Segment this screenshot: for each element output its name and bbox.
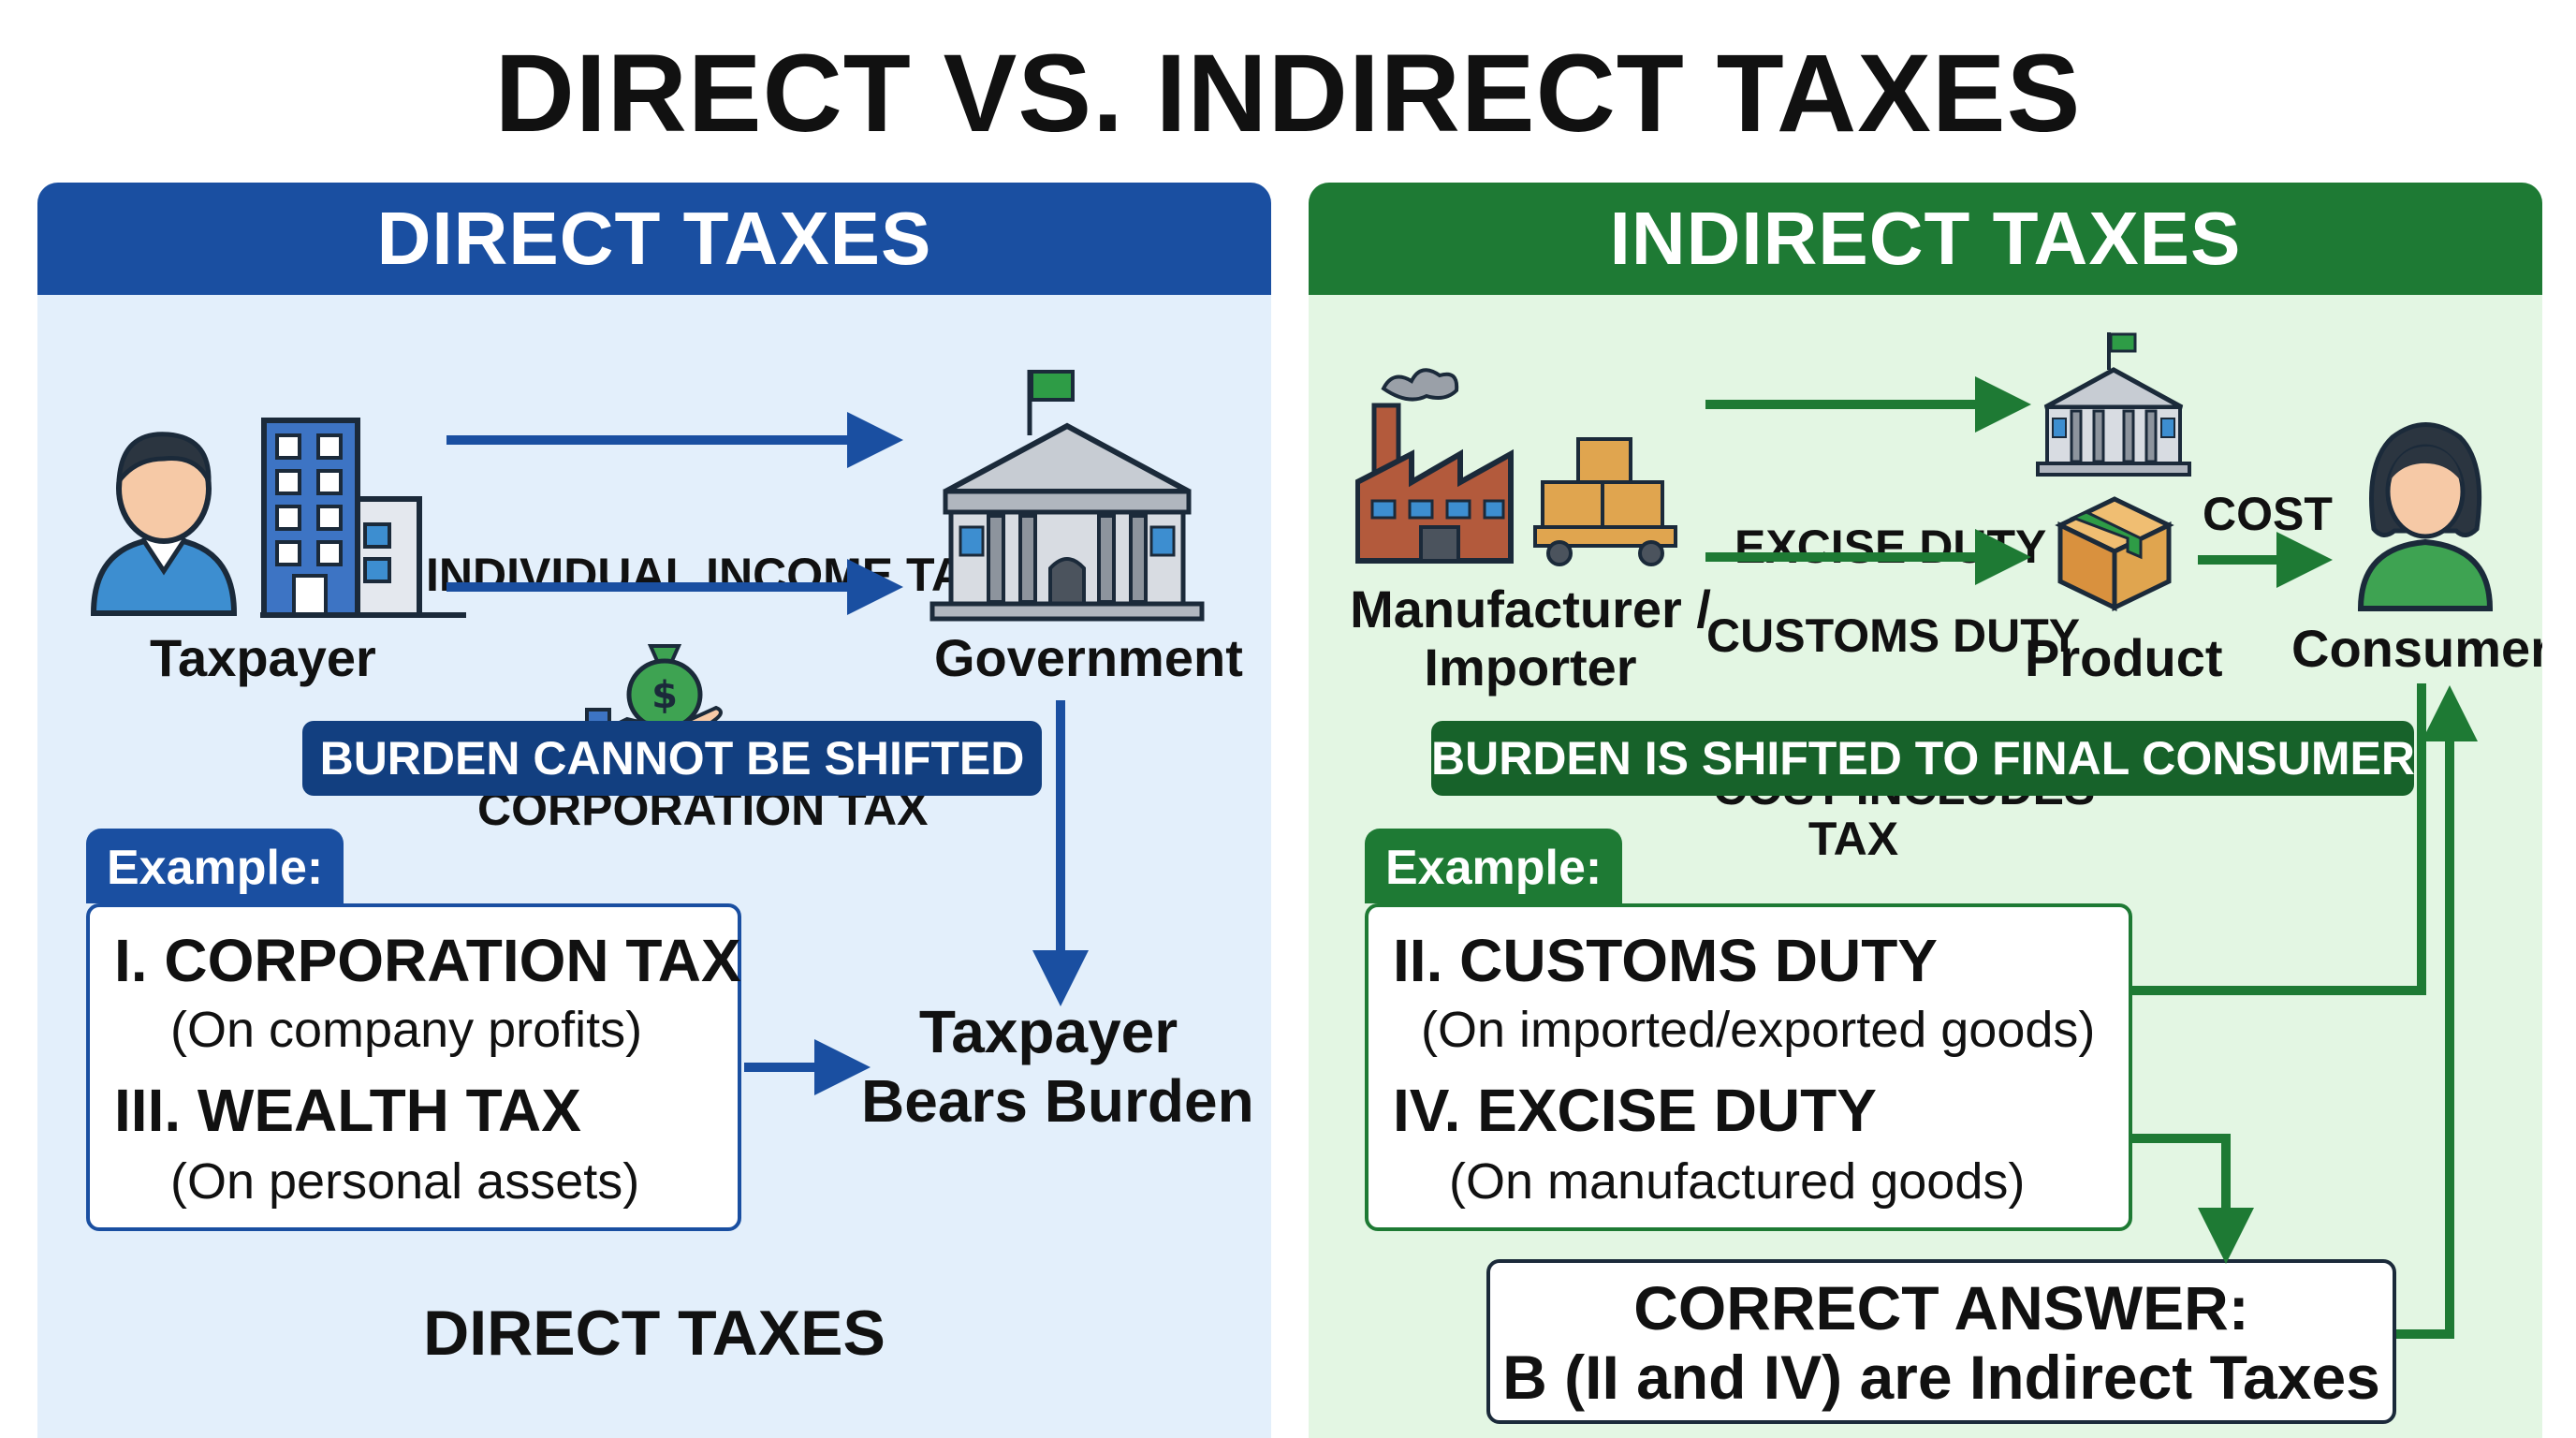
manufacturer-line-1: Manufacturer / [1350, 580, 1711, 638]
direct-panel-header: DIRECT TAXES [37, 183, 1271, 295]
cart-with-boxes-icon [1533, 437, 1677, 566]
example-wealth-tax-note: (On personal assets) [170, 1153, 640, 1210]
direct-example-tab: Example: [86, 829, 344, 903]
government-building-icon [929, 370, 1205, 622]
example-corporation-tax-note: (On company profits) [170, 1002, 643, 1058]
burden-shifted-pill: BURDEN IS SHIFTED TO FINAL CONSUMER [1431, 721, 2415, 796]
arrow-answer-to-consumer [2396, 685, 2478, 1339]
consumer-label: Consumer [2291, 619, 2542, 678]
indirect-example-tab: Example: [1365, 829, 1623, 903]
indirect-example-box: II. CUSTOMS DUTY (On imported/exported g… [1365, 903, 2132, 1231]
taxpayer-bears-burden-text: Taxpayer Bears Burden [861, 997, 1254, 1136]
example-customs-duty-note: (On imported/exported goods) [1421, 1002, 2096, 1058]
indirect-panel-header: INDIRECT TAXES [1309, 183, 2542, 295]
customs-duty-label: CUSTOMS DUTY [1706, 609, 2081, 662]
factory-icon [1355, 368, 1514, 564]
burden-cannot-be-shifted-pill: BURDEN CANNOT BE SHIFTED [302, 721, 1042, 796]
example-wealth-tax: III. WEALTH TAX [114, 1077, 581, 1144]
svg-text:$: $ [651, 674, 678, 717]
taxpayer-label: Taxpayer [150, 628, 376, 687]
page-title: DIRECT VS. INDIRECT TAXES [494, 32, 2082, 155]
direct-example-box: I. CORPORATION TAX (On company profits) … [86, 903, 741, 1231]
manufacturer-importer-label: Manufacturer / Importer [1329, 580, 1732, 697]
taxpayer-person-icon [90, 432, 238, 616]
manufacturer-line-2: Importer [1424, 638, 1637, 697]
correct-answer-box: CORRECT ANSWER: B (II and IV) are Indire… [1486, 1259, 2396, 1424]
result-line-1: Taxpayer [918, 998, 1178, 1065]
example-excise-duty: IV. EXCISE DUTY [1393, 1077, 1877, 1144]
correct-answer-text: B (II and IV) are Indirect Taxes [1502, 1343, 2380, 1412]
result-line-2: Bears Burden [861, 1067, 1254, 1135]
direct-taxes-footer: DIRECT TAXES [423, 1298, 886, 1369]
small-government-building-icon [2036, 332, 2191, 477]
example-customs-duty: II. CUSTOMS DUTY [1393, 927, 1938, 994]
office-building-icon [260, 418, 466, 618]
consumer-person-icon [2357, 422, 2494, 611]
example-corporation-tax: I. CORPORATION TAX [114, 927, 741, 994]
government-label: Government [934, 628, 1243, 687]
indirect-taxes-panel: INDIRECT TAXES Manufacturer / Importer E… [1309, 183, 2542, 1438]
cost-label: COST [2203, 488, 2333, 540]
direct-taxes-panel: DIRECT TAXES Taxpayer INDIVIDUAL INCOME … [37, 183, 1271, 1438]
product-box-icon [2055, 496, 2174, 611]
correct-answer-heading: CORRECT ANSWER: [1633, 1273, 2249, 1343]
connector-customs-to-consumer [2132, 683, 2426, 995]
cost-includes-line-2: TAX [1808, 813, 1899, 865]
product-label: Product [2025, 628, 2223, 687]
example-excise-duty-note: (On manufactured goods) [1449, 1153, 2026, 1210]
arrow-excise-to-answer [2132, 1134, 2254, 1264]
